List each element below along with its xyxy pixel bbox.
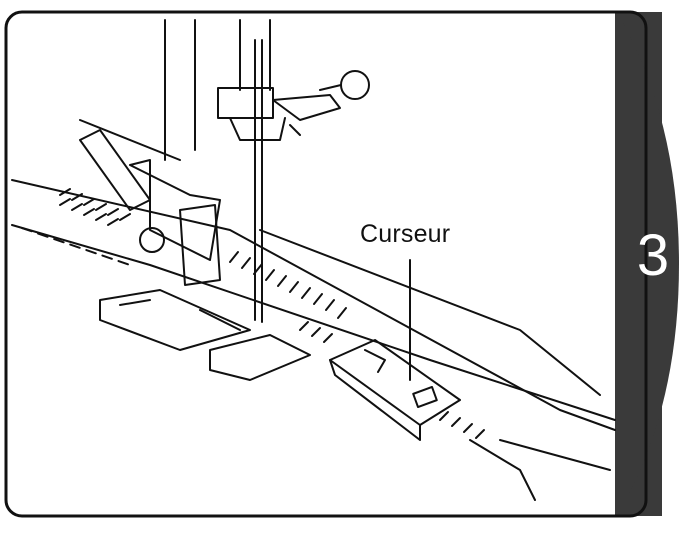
needle-clamp-lower [229, 117, 286, 141]
fabric-upper-line [79, 119, 181, 161]
seam-dashed-line [21, 227, 131, 266]
panel-frame [4, 10, 648, 518]
step-number: 3 [636, 223, 670, 288]
zipper-foot-detail [119, 299, 241, 331]
presser-screw [139, 227, 165, 253]
fabric-right-edge [259, 229, 601, 396]
zipper-foot [99, 289, 251, 351]
fabric-edge-mid [11, 224, 616, 421]
presser-lever [79, 129, 151, 211]
fabric-bottom-edge [469, 439, 536, 501]
needle [254, 39, 263, 323]
zipper-foot-toe [209, 334, 311, 381]
clamp-screw-arm [272, 94, 341, 121]
zipper-teeth-right [229, 251, 485, 439]
zipper-teeth-left [59, 188, 131, 226]
fabric-lower-edge [499, 439, 611, 471]
needle-clamp [217, 87, 274, 119]
callout-label: Curseur [360, 220, 451, 248]
zipper-slider-tab [412, 386, 438, 408]
zipper-slider-pull [364, 349, 386, 373]
step-tab-curve [618, 14, 679, 514]
line-art [11, 19, 616, 501]
zipper-slider-side [329, 359, 421, 441]
fabric-edge-top [11, 179, 616, 431]
foot-shank [179, 204, 221, 286]
needle-bar [164, 19, 271, 161]
clamp-screw-shaft [289, 84, 342, 136]
zipper-slider [329, 339, 461, 426]
presser-foot-holder [129, 159, 221, 261]
clamp-screw-head [340, 70, 370, 100]
